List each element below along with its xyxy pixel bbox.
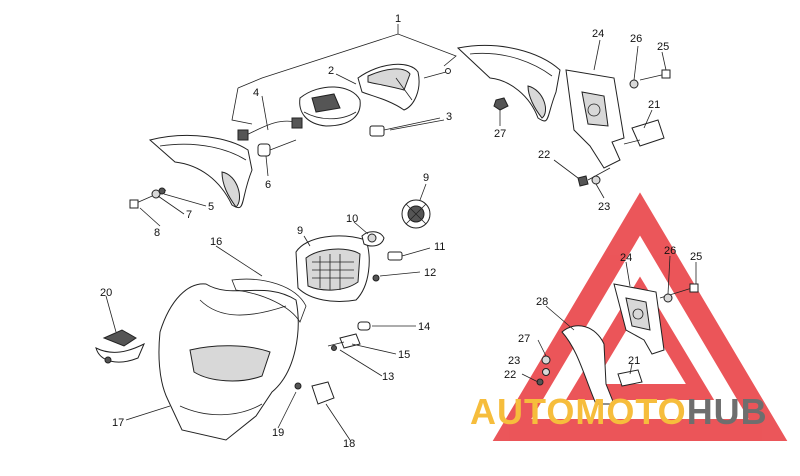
- headlight-back: [401, 199, 431, 229]
- bulb-socket: [369, 117, 441, 137]
- callout-2: 2: [328, 65, 334, 77]
- lens-screw: [423, 68, 451, 79]
- callout-21a: 21: [648, 99, 660, 111]
- callout-24b: 24: [620, 252, 632, 264]
- callout-4: 4: [253, 87, 259, 99]
- watermark-triangle-inner: [565, 276, 715, 400]
- callout-26b: 26: [664, 245, 676, 257]
- callout-11: 11: [434, 241, 445, 253]
- callout-24a: 24: [592, 28, 604, 40]
- parking-bulb: [387, 247, 431, 261]
- callout-1: 1: [395, 13, 401, 25]
- plate-holder-lower: [613, 283, 665, 355]
- callout-19: 19: [272, 427, 284, 439]
- tail-light-lens: [357, 63, 420, 111]
- watermark-wordmark: AUTOMOTOHUB: [470, 391, 768, 432]
- headlight-screw: [372, 271, 421, 282]
- callout-3: 3: [446, 111, 452, 123]
- svg-text:AUTOMOTOHUB: AUTOMOTOHUB: [470, 391, 768, 432]
- wiring-connector: [237, 117, 303, 141]
- callout-5: 5: [208, 201, 214, 213]
- callout-9a: 9: [423, 172, 429, 184]
- watermark-text-moto: MOTO: [575, 391, 686, 432]
- fairing-bracket: [95, 329, 145, 364]
- leader-lines: [105, 39, 697, 441]
- callout-6: 6: [265, 179, 271, 191]
- callout-25b: 25: [690, 251, 702, 263]
- fender-nut: [493, 97, 509, 111]
- callout-22b: 22: [504, 369, 516, 381]
- bracket-nut-bottom: [577, 167, 611, 187]
- callout-27b: 27: [518, 333, 530, 345]
- screw-19: [294, 382, 302, 390]
- callout-15: 15: [398, 349, 410, 361]
- callout-9b: 9: [297, 225, 303, 237]
- headlight-fairing: [158, 283, 299, 441]
- reflector-mount: [623, 119, 665, 147]
- clip-13-15: [327, 333, 361, 351]
- callout-17: 17: [112, 417, 124, 429]
- rear-fender-right: [456, 45, 561, 122]
- watermark-text-hub: HUB: [687, 391, 768, 432]
- callout-20: 20: [100, 287, 112, 299]
- bulb: [361, 231, 385, 247]
- license-plate-bracket: [565, 69, 625, 169]
- mudguard-28: [561, 325, 615, 405]
- grommet: [257, 139, 297, 157]
- bracket-bolt-top: [629, 69, 671, 89]
- fender-bolt: [129, 187, 167, 209]
- callout-numbers: 1 2 3 4 5 6 7 8 9 9 10 11 12 13 14 15 16…: [100, 13, 702, 450]
- callout-18: 18: [343, 438, 355, 450]
- callout-22a: 22: [538, 149, 550, 161]
- callout-10: 10: [346, 213, 358, 225]
- callout-13: 13: [382, 371, 394, 383]
- rubber-14: [357, 321, 371, 331]
- watermark-logo: [492, 192, 788, 441]
- callout-7: 7: [186, 209, 192, 221]
- spacer-18: [311, 381, 335, 405]
- callout-25a: 25: [657, 41, 669, 53]
- callout-12: 12: [424, 267, 436, 279]
- callout-8: 8: [154, 227, 160, 239]
- tail-light-housing: [299, 86, 361, 127]
- callout-23b: 23: [508, 355, 520, 367]
- callout-27a: 27: [494, 128, 506, 140]
- watermark-text-auto: AUTO: [470, 391, 575, 432]
- callout-28: 28: [536, 296, 548, 308]
- watermark-triangle-outer: [492, 192, 788, 441]
- callout-14: 14: [418, 321, 430, 333]
- callout-23a: 23: [598, 201, 610, 213]
- callout-26a: 26: [630, 33, 642, 45]
- headlight-unit: [295, 235, 370, 302]
- callout-21b: 21: [628, 355, 640, 367]
- bracket-21-lower: [617, 369, 643, 387]
- rear-fender-left: [148, 135, 253, 209]
- callout-16: 16: [210, 236, 222, 248]
- fairing-seal: [231, 278, 307, 323]
